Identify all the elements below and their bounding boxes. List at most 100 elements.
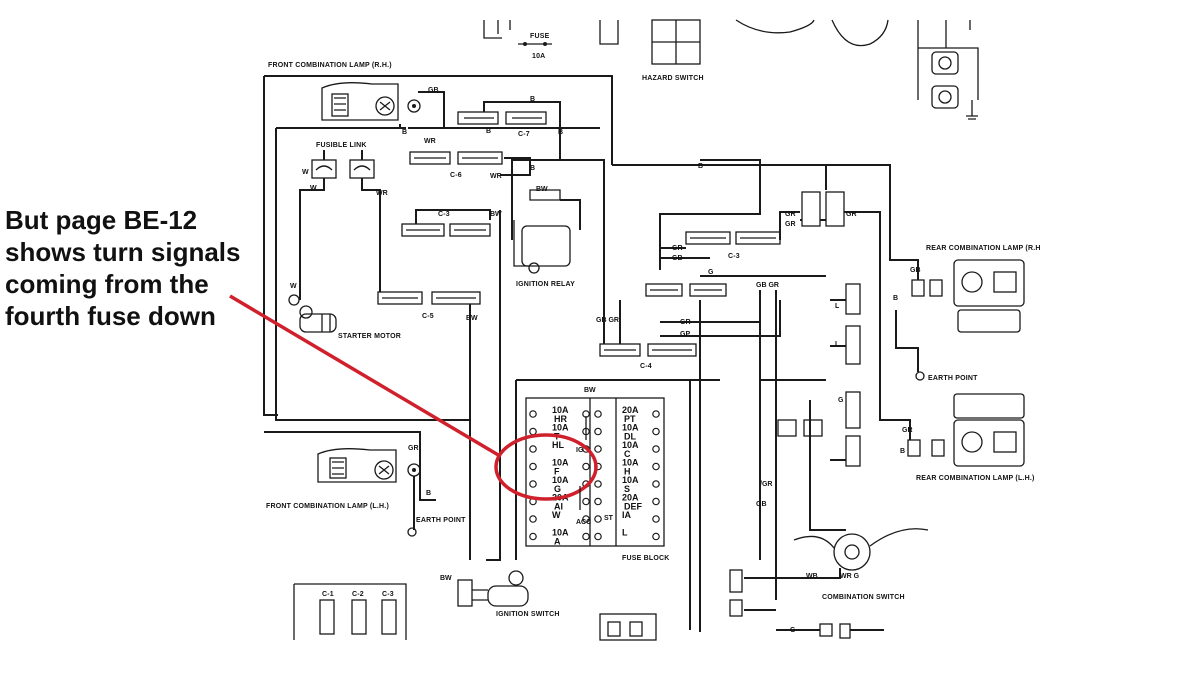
wire-code: GR: [785, 221, 796, 228]
wire-code: G: [790, 627, 796, 634]
fuse-name: DEF: [624, 502, 643, 512]
connector-c4[interactable]: C-4: [599, 343, 697, 370]
top-right-lamp-cluster: [917, 20, 979, 120]
fuse-name: H: [624, 467, 631, 477]
top-fuse-fragment: FUSE 10A: [483, 20, 619, 60]
fuse-terminal: [594, 480, 602, 488]
connector-bank-right[interactable]: [777, 191, 861, 467]
rear-lamp-lh[interactable]: REAR COMBINATION LAMP (L.H.): [907, 393, 1035, 482]
fuse-rating: W: [552, 510, 561, 520]
fuse-terminal: [652, 427, 660, 436]
fusible-link-label: FUSIBLE LINK: [316, 142, 367, 149]
combination-switch[interactable]: COMBINATION SWITCH: [729, 528, 929, 617]
wire-code: GR: [785, 211, 796, 218]
hazard-switch[interactable]: HAZARD SWITCH: [642, 19, 704, 82]
connector-c3-left[interactable]: C-3: [401, 211, 491, 237]
fuse-block-label: FUSE BLOCK: [622, 555, 670, 562]
connector-c7[interactable]: C-7: [457, 111, 547, 138]
front-lamp-lh[interactable]: FRONT COMBINATION LAMP (L.H.): [266, 448, 421, 510]
fuse-name: A: [554, 537, 561, 547]
connector-c5[interactable]: C-5: [377, 291, 481, 320]
fuse-terminal: [652, 480, 660, 488]
wire-code: W: [290, 283, 297, 290]
wire-code: L: [835, 341, 840, 348]
fuse-name: PT: [624, 414, 636, 424]
fuse-left-7[interactable]: W: [529, 510, 590, 523]
ignition-relay-label: IGNITION RELAY: [516, 281, 575, 288]
fuse-right-8[interactable]: L: [594, 528, 660, 541]
connector-panels-bottom: C-1 C-2 C-3: [293, 583, 657, 641]
annotation-line-2: shows turn signals: [5, 237, 241, 267]
wire-code: WB: [806, 573, 818, 580]
connector-c6[interactable]: C-6: [409, 151, 503, 179]
fuse-right-7[interactable]: IA: [594, 510, 660, 523]
main-harness: [263, 75, 613, 501]
fuse-terminal: [529, 515, 537, 523]
fuse-terminal: [529, 445, 537, 453]
highlight-circle: [494, 433, 598, 501]
ignition-switch[interactable]: IGNITION SWITCH: [457, 570, 560, 618]
rear-lamp-lh-label: REAR COMBINATION LAMP (L.H.): [916, 475, 1035, 482]
fuse-terminal: [529, 462, 537, 471]
starter-motor-label: STARTER MOTOR: [338, 333, 401, 340]
fuse-name: DL: [624, 432, 636, 442]
fuse-name: F: [554, 467, 560, 477]
ignition-switch-label: IGNITION SWITCH: [496, 611, 560, 618]
fuse-terminal: [582, 532, 590, 541]
hazard-switch-label: HAZARD SWITCH: [642, 75, 704, 82]
wire-code: GB GR: [596, 317, 619, 324]
wire-code: BW: [584, 387, 596, 394]
fuse-terminal: [582, 497, 590, 506]
fuse-terminal: [652, 532, 660, 541]
fuse-terminal: [652, 410, 660, 418]
annotation-line-4: fourth fuse down: [5, 301, 216, 331]
ignition-relay[interactable]: IGNITION RELAY: [513, 189, 575, 288]
wire-code: B: [900, 448, 905, 455]
fuse-terminal: [594, 445, 602, 453]
connector-c7-label: C-7: [518, 131, 530, 138]
wire-code: BW: [440, 575, 452, 582]
fusible-link[interactable]: FUSIBLE LINK: [311, 142, 375, 179]
fuse-rating: 10A: [622, 475, 639, 485]
fuse-name: AI: [554, 502, 563, 512]
earth-point-right: EARTH POINT: [915, 371, 978, 382]
fuse-terminal: [529, 532, 537, 541]
c1-label: C-1: [322, 591, 334, 598]
wire-code: WR: [424, 138, 436, 145]
fuse-terminal: [594, 410, 602, 418]
starter-motor[interactable]: STARTER MOTOR: [288, 294, 401, 340]
connector-c3-label: C-3: [438, 211, 450, 218]
fuse-top-rating: 10A: [532, 53, 545, 60]
fuse-name: C: [624, 449, 631, 459]
wire-code: BW: [466, 315, 478, 322]
wire-code: W: [302, 169, 309, 176]
annotation-arrow: [229, 294, 501, 458]
rear-lamp-rh[interactable]: REAR COMBINATION LAMP (R.H: [911, 245, 1041, 333]
front-lamp-rh[interactable]: FRONT COMBINATION LAMP (R.H.): [268, 62, 421, 121]
wire-code: /GR: [760, 481, 772, 488]
connector-bank-middle[interactable]: C-3: [645, 231, 781, 297]
fuse-terminal: [594, 427, 602, 436]
fuse-rating: 10A: [622, 423, 639, 433]
fuse-terminal: [594, 532, 602, 541]
wire-code: B: [530, 96, 535, 103]
wire-code: G: [838, 397, 844, 404]
fuse-rating: 10A: [622, 458, 639, 468]
fuse-top-label: FUSE: [530, 33, 550, 40]
wire-code: BW: [536, 186, 548, 193]
fuse-terminal: [529, 480, 537, 488]
fuse-terminal: [582, 462, 590, 471]
rear-lamp-rh-label: REAR COMBINATION LAMP (R.H: [926, 245, 1041, 252]
fuse-terminal: [594, 515, 602, 523]
fuse-rating: IA: [622, 510, 632, 520]
fuse-rating: L: [622, 528, 628, 538]
